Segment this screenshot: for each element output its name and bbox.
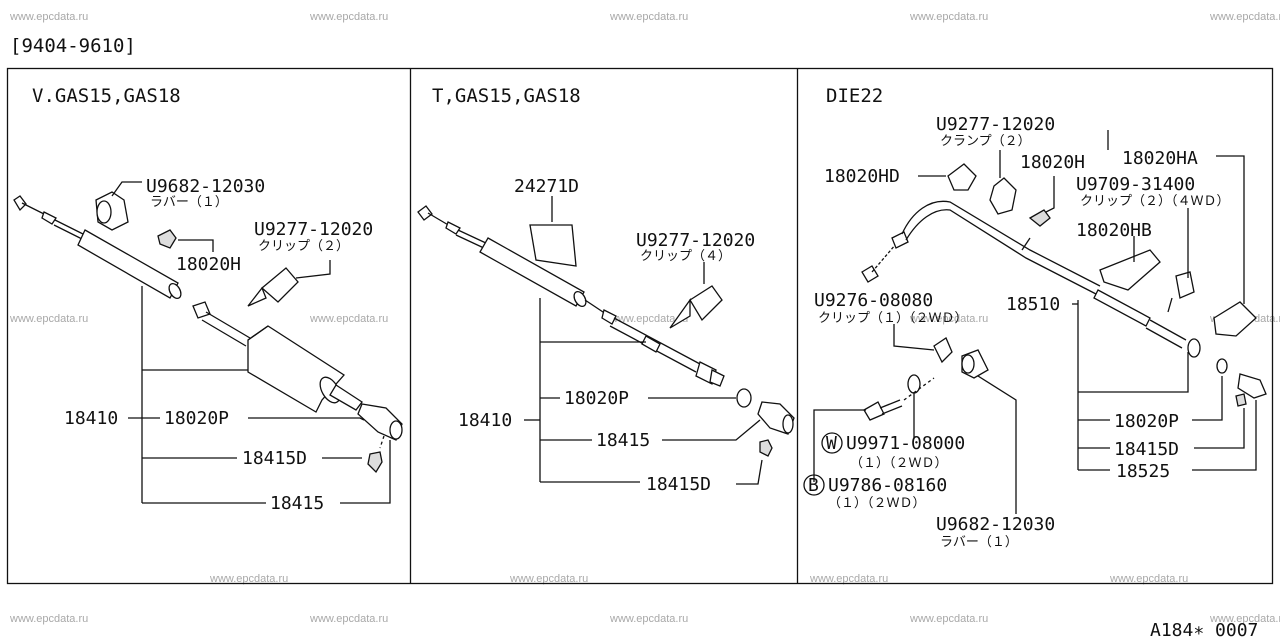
callout-note: ラバー（１） bbox=[150, 195, 228, 210]
callout-code: 18020P bbox=[564, 388, 629, 409]
callout-code: 18020HD bbox=[824, 166, 900, 187]
callout-code: 18410 bbox=[64, 408, 118, 429]
callout-code: U9276-08080 bbox=[814, 290, 933, 311]
watermark: www.epcdata.ru bbox=[609, 313, 688, 325]
badge-circle bbox=[821, 432, 843, 454]
callout-code: U9682-12030 bbox=[146, 176, 265, 197]
watermark: www.epcdata.ru bbox=[9, 313, 88, 325]
callout-code: 18020HB bbox=[1076, 220, 1152, 241]
diagram-frame bbox=[6, 67, 1274, 585]
watermark: www.epcdata.ru bbox=[1109, 573, 1188, 585]
badge-letter: B bbox=[808, 475, 819, 496]
callout-note: クリップ（２）（４ＷＤ） bbox=[1080, 194, 1230, 209]
callout-note: クランプ（２） bbox=[940, 134, 1031, 149]
watermark: www.epcdata.ru bbox=[609, 613, 688, 625]
leader-lines bbox=[813, 130, 1257, 514]
panel-die22: DIE22 bbox=[803, 85, 1267, 550]
callout-code: 24271D bbox=[514, 176, 579, 197]
callout-code: 18415 bbox=[270, 493, 324, 514]
panel-v-gas: V.GAS15,GAS18 bbox=[13, 85, 403, 514]
date-range: [9404-9610] bbox=[10, 35, 136, 57]
watermark: www.epcdata.ru bbox=[1209, 11, 1280, 23]
watermark: www.epcdata.ru bbox=[209, 573, 288, 585]
callout-note: クリップ（２） bbox=[258, 239, 349, 254]
panel-t-gas: T,GAS15,GAS18 bbox=[417, 85, 795, 495]
watermark: www.epcdata.ru bbox=[1209, 613, 1280, 625]
badge-circle bbox=[803, 474, 825, 496]
watermark: www.epcdata.ru bbox=[9, 613, 88, 625]
watermark: www.epcdata.ru bbox=[909, 11, 988, 23]
speedometer-cable-drawing bbox=[13, 191, 403, 474]
callout-note: （１）（２ＷＤ） bbox=[850, 456, 948, 471]
panel-title: V.GAS15,GAS18 bbox=[32, 85, 181, 107]
callout-code: 18525 bbox=[1116, 461, 1170, 482]
callout-code: U9277-12020 bbox=[936, 114, 1055, 135]
badge-letter: W bbox=[826, 433, 837, 454]
panel-title: DIE22 bbox=[826, 85, 883, 107]
callout-note: （１）（２ＷＤ） bbox=[828, 496, 926, 511]
callout-code: 18415D bbox=[242, 448, 307, 469]
callout-code: U9277-12020 bbox=[254, 219, 373, 240]
callout-code: U9277-12020 bbox=[636, 230, 755, 251]
callout-code: 18020P bbox=[1114, 411, 1179, 432]
panel-title: T,GAS15,GAS18 bbox=[432, 85, 581, 107]
callout-note: ラバー（１） bbox=[940, 535, 1018, 550]
callout-code: U9786-08160 bbox=[828, 475, 947, 496]
watermark: www.epcdata.ru bbox=[9, 11, 88, 23]
leader-lines bbox=[524, 196, 763, 485]
callout-code: 18020HA bbox=[1122, 148, 1198, 169]
callout-code: 18020H bbox=[176, 254, 241, 275]
callout-code: 18020H bbox=[1020, 152, 1085, 173]
callout-note: クリップ（１）（２ＷＤ） bbox=[818, 311, 968, 326]
callout-code: U9709-31400 bbox=[1076, 174, 1195, 195]
callout-note: クリップ（４） bbox=[640, 249, 731, 264]
watermarks: www.epcdata.ru www.epcdata.ru www.epcdat… bbox=[9, 11, 1280, 625]
callout-code: U9682-12030 bbox=[936, 514, 1055, 535]
callout-code: 18410 bbox=[458, 410, 512, 431]
watermark: www.epcdata.ru bbox=[909, 613, 988, 625]
speedometer-cable-drawing bbox=[417, 205, 795, 457]
watermark: www.epcdata.ru bbox=[509, 573, 588, 585]
watermark: www.epcdata.ru bbox=[609, 11, 688, 23]
callout-code: U9971-08000 bbox=[846, 433, 965, 454]
watermark: www.epcdata.ru bbox=[309, 613, 388, 625]
watermark: www.epcdata.ru bbox=[309, 313, 388, 325]
callout-code: 18020P bbox=[164, 408, 229, 429]
watermark: www.epcdata.ru bbox=[809, 573, 888, 585]
watermark: www.epcdata.ru bbox=[309, 11, 388, 23]
reference-code: A184∗ 0007 bbox=[1150, 620, 1258, 640]
callout-code: 18415D bbox=[1114, 439, 1179, 460]
callout-code: 18415D bbox=[646, 474, 711, 495]
callout-code: 18510 bbox=[1006, 294, 1060, 315]
watermark: www.epcdata.ru bbox=[909, 313, 988, 325]
speedometer-cable-drawing bbox=[861, 163, 1267, 421]
callout-code: 18415 bbox=[596, 430, 650, 451]
leader-lines bbox=[111, 181, 391, 504]
